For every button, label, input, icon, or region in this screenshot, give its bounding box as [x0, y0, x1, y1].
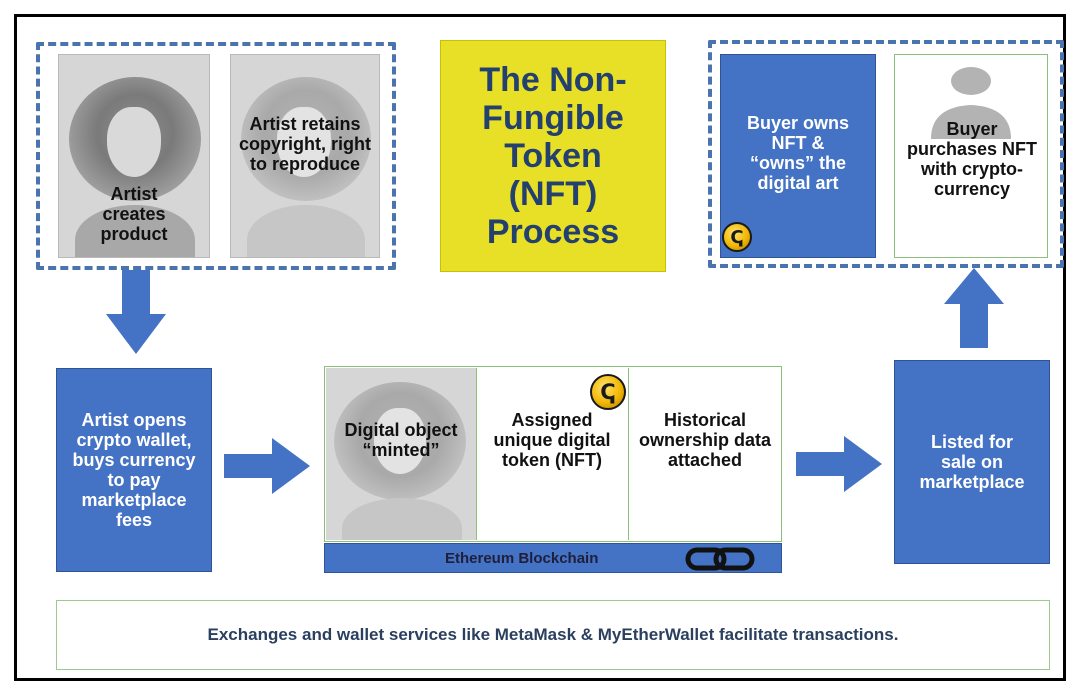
- arrow-right-icon: [796, 436, 882, 492]
- footer-note: Exchanges and wallet services like MetaM…: [56, 600, 1050, 670]
- arrow-right-icon: [224, 438, 310, 494]
- artist-retains-label: Artist retains copyright, right to repro…: [239, 114, 371, 174]
- panel-divider: [628, 368, 629, 540]
- chain-link-icon: [685, 547, 755, 571]
- arrow-up-icon: [944, 268, 1004, 348]
- artist-portrait-image: [58, 54, 210, 258]
- arrow-down-icon: [106, 270, 166, 354]
- buyer-purchases-box: Buyer purchases NFT with crypto-currency: [894, 54, 1048, 258]
- footer-text: Exchanges and wallet services like MetaM…: [207, 625, 899, 644]
- page-title: The Non-Fungible Token (NFT) Process: [440, 40, 666, 272]
- buyer-purchases-label: Buyer purchases NFT with crypto-currency: [906, 119, 1038, 199]
- digital-object-label: Digital object “minted”: [344, 420, 458, 460]
- assigned-token-label: Assigned unique digital token (NFT): [493, 410, 611, 470]
- person-silhouette-icon: [931, 67, 1011, 139]
- listed-for-sale-box: Listed for sale on marketplace: [894, 360, 1050, 564]
- coin-icon: ↅ: [590, 374, 626, 410]
- artist-opens-label: Artist opens crypto wallet, buys currenc…: [72, 410, 196, 530]
- buyer-group: [708, 40, 1064, 268]
- artist-opens-box: Artist opens crypto wallet, buys currenc…: [56, 368, 212, 572]
- artist-portrait-faded-image: [230, 54, 380, 258]
- panel-divider: [476, 368, 477, 540]
- historical-data-label: Historical ownership data attached: [638, 410, 772, 470]
- minted-object-image: [326, 368, 476, 540]
- artist-group: [36, 42, 396, 270]
- blockchain-label: Ethereum Blockchain: [445, 549, 599, 567]
- blockchain-bar: Ethereum Blockchain: [324, 543, 782, 573]
- buyer-owns-label: Buyer owns NFT & “owns” the digital art: [746, 113, 850, 193]
- coin-icon: ↅ: [722, 222, 752, 252]
- listed-for-sale-label: Listed for sale on marketplace: [919, 432, 1025, 492]
- artist-creates-label: Artist creates product: [100, 184, 168, 244]
